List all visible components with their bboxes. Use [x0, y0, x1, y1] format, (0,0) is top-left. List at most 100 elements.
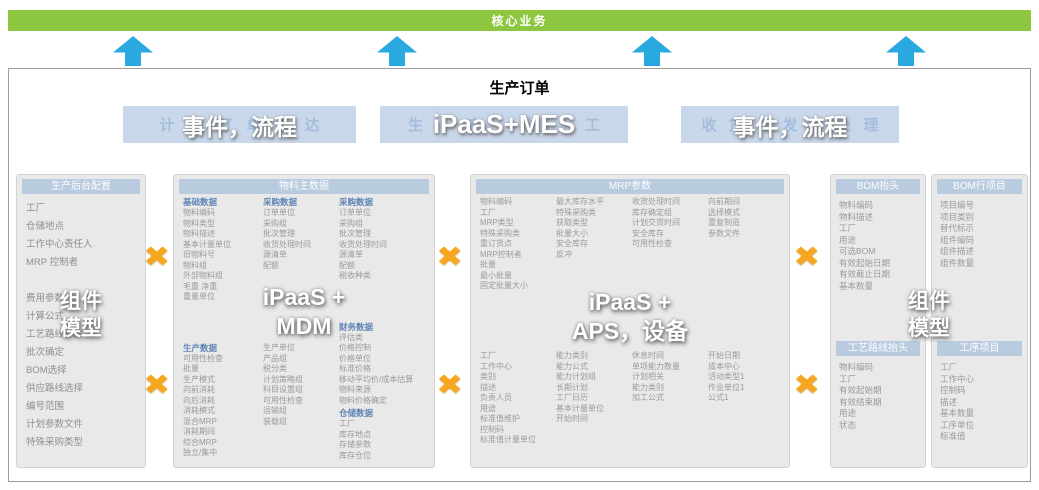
field-list: 工厂工作中心控制码描述基本数量工序单位标准值: [932, 358, 1027, 443]
list-item: 控制码: [940, 385, 966, 395]
list-item: 旧物料号: [183, 250, 215, 259]
list-item: 运输组: [263, 406, 287, 415]
field-list: 物料编码工厂有效起始期有效结束期用途状态: [831, 358, 925, 431]
list-item: 基本数量: [839, 280, 874, 291]
list-item: 工厂日历: [556, 393, 588, 402]
up-arrow-icon: [377, 36, 417, 66]
list-item: 标准值维护: [480, 414, 520, 423]
stage-banner-bg-text: 计划订单下达: [159, 117, 334, 134]
list-item: 可用性检查: [263, 395, 303, 405]
list-item: 安全库存: [556, 239, 588, 248]
overlay-line: 模型: [60, 317, 102, 340]
list-item: MRP类型: [480, 218, 514, 227]
list-item: 重订货点: [480, 239, 512, 248]
list-item: 向前期间: [708, 197, 740, 206]
list-item: 项目类别: [940, 211, 975, 222]
list-item: 开始时间: [556, 414, 588, 423]
list-item: 重量单位: [183, 292, 215, 301]
stage-banner-bg-text: 收货与发料处理: [701, 117, 891, 134]
overlay-component-model-left: 组件 模型: [16, 288, 146, 342]
list-item: 工厂: [339, 419, 355, 428]
list-item: 供应路线选择: [26, 383, 84, 394]
list-item: 有效起始期: [839, 385, 882, 395]
list-item: 最大库存水平: [556, 197, 604, 206]
list-item: 库存确定组: [632, 207, 672, 217]
list-item: BOM选择: [26, 365, 67, 376]
panel-header-operation-items: 工序项目: [937, 341, 1022, 356]
list-item: 类别: [480, 372, 496, 381]
list-item: 工厂: [940, 362, 958, 372]
list-item: 消耗模式: [183, 406, 215, 415]
list-item: 工厂: [480, 351, 496, 360]
list-item: 用途: [480, 403, 496, 413]
core-business-bar: 核心业务: [8, 10, 1031, 31]
connector-x-icon: ✖: [793, 241, 821, 272]
up-arrow-icon: [632, 36, 672, 66]
list-item: 能力计划组: [556, 372, 596, 381]
overlay-ipaas-mes: iPaaS+MES: [432, 109, 576, 139]
list-item: 物料编码: [839, 200, 874, 210]
list-item: 能力类别: [556, 351, 588, 360]
list-item: 基本计量单位: [183, 239, 231, 249]
diagram-title: 生产订单: [489, 80, 550, 97]
list-item: 物料价格确定: [339, 395, 387, 405]
list-item: 移动平均价/成本估算: [339, 374, 414, 384]
list-item: 参数文件: [708, 228, 740, 238]
list-item: 最小批量: [480, 270, 512, 280]
list-item: 长期计划: [556, 382, 588, 392]
mrp-bottom-columns: 工厂工作中心类别描述负责人员用途标准值维护控制码标准值计量单位 能力类别能力公式…: [471, 350, 789, 446]
overlay-event-flow-right: 事件，流程: [732, 113, 848, 140]
list-item: 计算公式: [26, 311, 65, 322]
section-title-purchasing-data: 采购数据: [339, 197, 374, 207]
list-item: 费用参数: [26, 293, 65, 304]
list-item: 工厂: [26, 203, 46, 214]
list-item: 标准价格: [339, 364, 371, 373]
list-item: 消耗期间: [183, 427, 215, 436]
list-item: 公式1: [708, 393, 729, 402]
list-item: 毛重 净重: [183, 281, 218, 291]
list-item: 科目设置组: [263, 385, 303, 394]
list-item: 组件编码: [940, 234, 975, 245]
list-item: 工作中心: [940, 373, 975, 384]
list-item: 项目编号: [940, 200, 975, 210]
list-item: 物料编码: [839, 362, 874, 372]
stage-banner-bg-text: 生产报工: [408, 117, 628, 134]
panel-column: 采购数据 订单单位采购组批次管理收货处理时间源清单配额 生产单位产品组税分类计划…: [263, 197, 339, 461]
list-item: 源清单: [339, 250, 363, 259]
list-item: 生产单位: [263, 343, 295, 352]
list-item: 状态: [839, 419, 857, 430]
core-business-label: 核心业务: [491, 14, 548, 28]
list-item: 批量: [183, 364, 199, 373]
list-item: 固定批量大小: [480, 281, 528, 290]
list-item: 有效起始日期: [839, 257, 891, 268]
overlay-line: 模型: [908, 317, 950, 340]
list-item: 工厂: [480, 207, 496, 217]
panel-header-bom-header: BOM抬头: [836, 179, 920, 194]
list-item: 配额: [339, 260, 355, 270]
list-item: 税收种类: [339, 271, 371, 280]
list-item: 能力类别: [632, 382, 664, 392]
section-title-production-data: 生产数据: [183, 342, 218, 353]
panel-column: 向前期间选择模式重复制造参数文件: [708, 197, 784, 350]
panel-column: 工厂工作中心类别描述负责人员用途标准值维护控制码标准值计量单位: [480, 351, 556, 446]
list-item: 计划交货时间: [632, 218, 680, 227]
list-item: 物料描述: [183, 229, 215, 238]
list-item: MRP 控制者: [26, 257, 79, 268]
list-item: 工作中心责任人: [26, 239, 93, 250]
list-item: 向后消耗: [183, 395, 215, 405]
list-item: 批次确定: [26, 347, 65, 358]
field-list: 物料编码物料类型物料描述基本计量单位旧物料号物料组外部物料组毛重 净重重量单位: [183, 208, 263, 303]
stage-banner-production-report: 生产报工: [380, 106, 628, 143]
list-item: 能力公式: [556, 361, 588, 371]
list-item: 采购组: [263, 218, 287, 228]
list-item: 标准值计量单位: [480, 435, 536, 444]
list-item: 特殊采购类型: [26, 437, 84, 448]
list-item: 替代标示: [940, 223, 975, 233]
list-item: 价格单位: [339, 353, 371, 363]
list-item: 特殊采购类: [556, 207, 596, 217]
list-item: 工厂: [839, 223, 857, 233]
